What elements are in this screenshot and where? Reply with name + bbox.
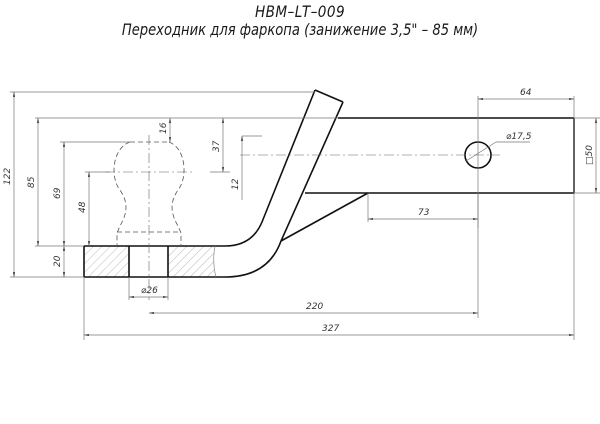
drawing-code: НВМ–LT–009: [254, 2, 346, 21]
dim-48: 48: [78, 201, 88, 213]
ball-mount-plate: [83, 245, 225, 278]
gusset: [280, 192, 369, 242]
extension-lines: [10, 91, 600, 340]
dim-220: 220: [306, 302, 323, 312]
dim-64: 64: [520, 88, 532, 98]
dim-16: 16: [159, 122, 169, 134]
bent-bar: [224, 89, 344, 278]
dim-327: 327: [322, 324, 339, 334]
dim-hole-diameter: ⌀17,5: [506, 132, 532, 142]
receiver-tube: [305, 117, 575, 194]
dimension-lines: [12, 92, 598, 337]
dim-tube-square: □50: [585, 145, 595, 165]
dim-12: 12: [231, 178, 241, 190]
dim-122: 122: [3, 168, 13, 185]
dim-ball-hole: ⌀26: [141, 286, 158, 296]
tow-ball: [105, 135, 195, 300]
dim-85: 85: [27, 176, 37, 188]
dimension-labels: 122 85 69 48 20 16 37 12 64 ⌀17,5 □50 73…: [3, 88, 595, 334]
dim-20: 20: [53, 255, 63, 267]
drawing-description: Переходник для фаркопа (занижение 3,5" –…: [121, 20, 479, 39]
dim-73: 73: [418, 208, 430, 218]
dim-37: 37: [212, 140, 222, 152]
dim-69: 69: [53, 187, 63, 199]
